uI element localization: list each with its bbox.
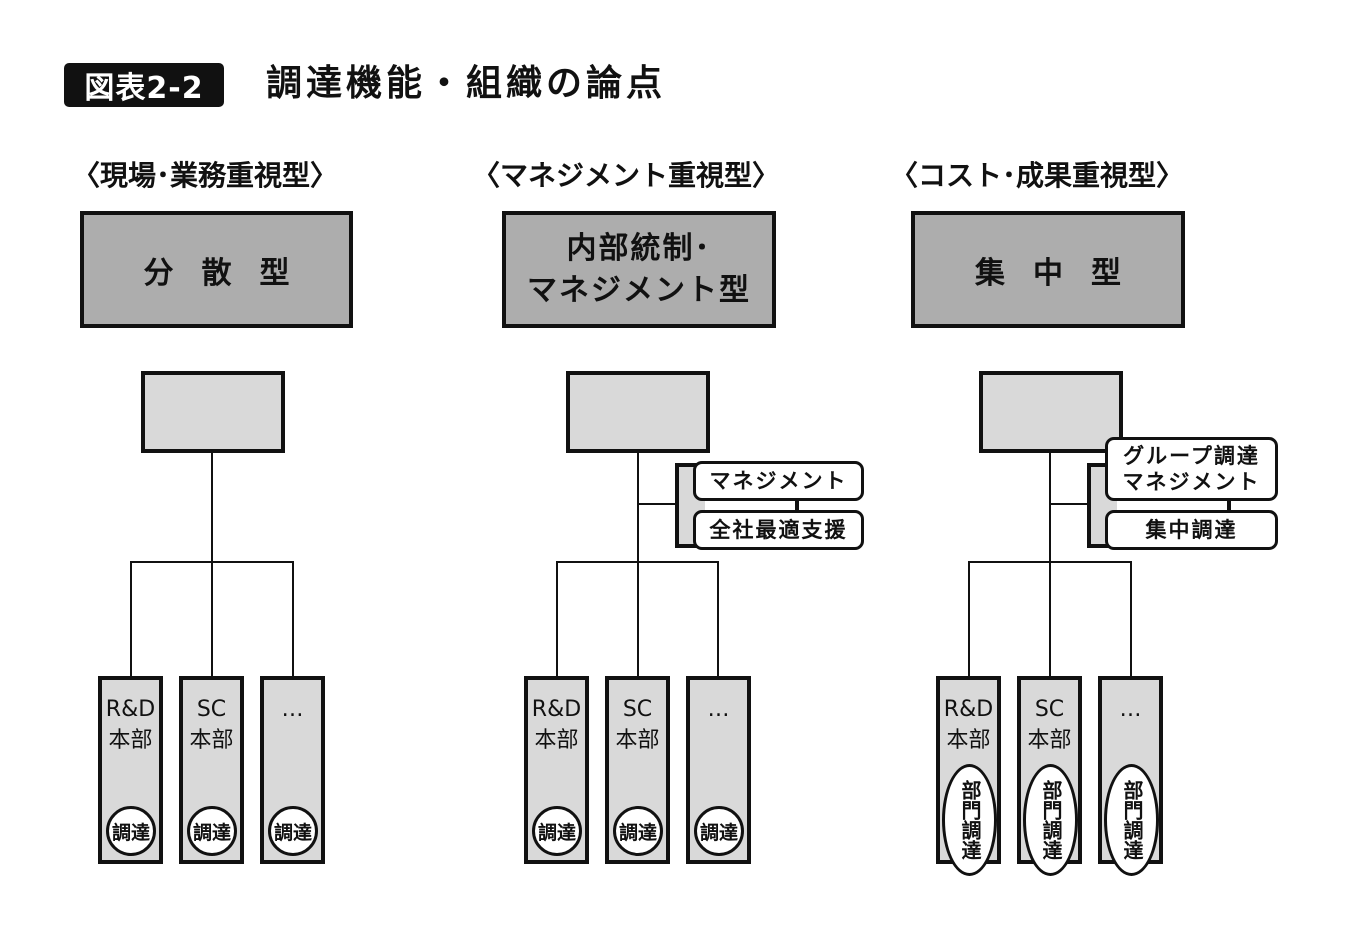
type-name-line2: マネジメント型 xyxy=(527,272,751,308)
department-procurement-oval: 部門調達 xyxy=(1023,764,1078,876)
type-name-line1: 内部統制･ xyxy=(566,230,712,266)
side-box-line: グループ調達 xyxy=(1123,444,1260,468)
connector-line xyxy=(130,561,132,677)
group-procurement-management-box: グループ調達 マネジメント xyxy=(1105,437,1278,501)
connector-line xyxy=(968,561,970,677)
procurement-circle: 調達 xyxy=(532,806,582,856)
division-name: SC xyxy=(1034,697,1065,722)
department-procurement-oval: 部門調達 xyxy=(1104,764,1159,876)
division-name: 本部 xyxy=(108,728,153,753)
type-name: 集中型 xyxy=(975,255,1149,291)
figure-label: 図表2-2 xyxy=(64,63,224,107)
division-box-other: … 調達 xyxy=(260,676,325,864)
type-box: 内部統制･ マネジメント型 xyxy=(502,211,776,328)
division-name: 本部 xyxy=(189,728,234,753)
type-name: 分散型 xyxy=(143,255,318,291)
connector-line xyxy=(717,561,719,677)
division-box-other: … 調達 xyxy=(686,676,751,864)
connector-line xyxy=(1130,561,1132,677)
company-wide-support-box: 全社最適支援 xyxy=(693,510,864,550)
connector-line xyxy=(1049,453,1051,677)
procurement-circle: 調達 xyxy=(613,806,663,856)
division-name: 本部 xyxy=(534,728,579,753)
procurement-circle: 調達 xyxy=(187,806,237,856)
management-box: マネジメント xyxy=(693,461,864,501)
connector-line xyxy=(211,453,213,563)
division-name: 本部 xyxy=(1027,728,1072,753)
division-box-rd: R&D 本部 調達 xyxy=(524,676,589,864)
procurement-circle: 調達 xyxy=(106,806,156,856)
connector-line xyxy=(556,561,719,563)
centralized-procurement-box: 集中調達 xyxy=(1105,510,1278,550)
division-name: SC xyxy=(622,697,653,722)
side-box-line: マネジメント xyxy=(1122,470,1261,494)
connector-line xyxy=(292,561,294,677)
division-name: 本部 xyxy=(946,728,991,753)
division-name: … xyxy=(707,697,730,722)
connector-line xyxy=(637,453,639,677)
division-name: R&D xyxy=(943,697,994,722)
type-box: 分散型 xyxy=(80,211,353,328)
division-box-sc: SC 本部 調達 xyxy=(605,676,670,864)
department-procurement-oval: 部門調達 xyxy=(942,764,997,876)
division-name: … xyxy=(1119,697,1142,722)
headquarters-box xyxy=(141,371,285,453)
procurement-circle: 調達 xyxy=(694,806,744,856)
division-name: R&D xyxy=(531,697,582,722)
procurement-circle: 調達 xyxy=(268,806,318,856)
headquarters-box xyxy=(979,371,1123,453)
headquarters-box xyxy=(566,371,710,453)
division-name: R&D xyxy=(105,697,156,722)
connector-line xyxy=(795,498,799,512)
type-box: 集中型 xyxy=(911,211,1185,328)
division-box-rd: R&D 本部 部門調達 xyxy=(936,676,1001,876)
connector-line xyxy=(211,561,213,677)
division-box-sc: SC 本部 部門調達 xyxy=(1017,676,1082,876)
connector-line xyxy=(637,503,677,505)
division-name: … xyxy=(281,697,304,722)
column-heading: 〈マネジメント重視型〉 xyxy=(472,159,781,192)
column-heading: 〈コスト･成果重視型〉 xyxy=(890,159,1185,192)
division-box-sc: SC 本部 調達 xyxy=(179,676,244,864)
column-heading: 〈現場･業務重視型〉 xyxy=(72,159,339,192)
division-box-other: … 部門調達 xyxy=(1098,676,1163,876)
connector-line xyxy=(1049,503,1089,505)
division-name: SC xyxy=(196,697,227,722)
connector-line xyxy=(556,561,558,677)
connector-line xyxy=(1227,498,1231,512)
figure-title: 調達機能・組織の論点 xyxy=(266,63,667,104)
connector-line xyxy=(968,561,1132,563)
division-box-rd: R&D 本部 調達 xyxy=(98,676,163,864)
division-name: 本部 xyxy=(615,728,660,753)
